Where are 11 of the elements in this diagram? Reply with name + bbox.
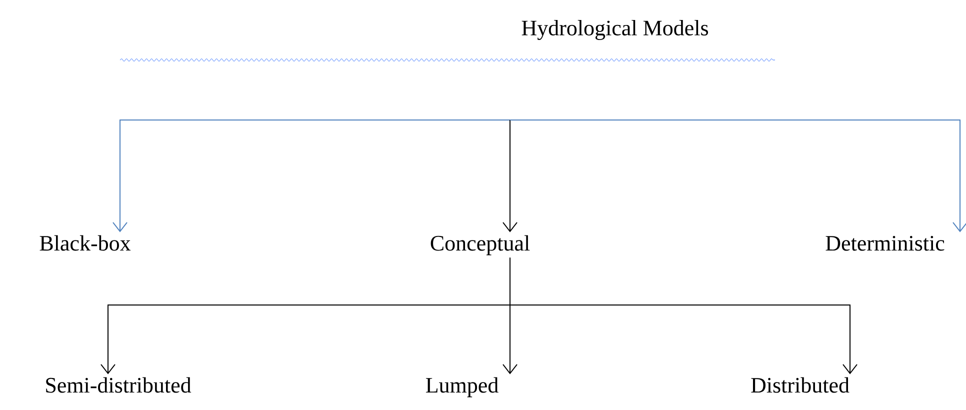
node-label: Distributed bbox=[751, 377, 850, 393]
title: Hydrological Models bbox=[522, 20, 708, 40]
node-label: Black-box bbox=[40, 235, 131, 251]
node-label: Conceptual bbox=[430, 235, 530, 256]
arrow bbox=[502, 120, 518, 232]
node-label: Semi-distributed bbox=[46, 377, 192, 393]
arrow bbox=[510, 120, 966, 232]
node-label: Lumped bbox=[426, 377, 498, 398]
arrow bbox=[510, 257, 858, 374]
node-label: Deterministic bbox=[826, 236, 944, 251]
arrow bbox=[112, 120, 510, 232]
